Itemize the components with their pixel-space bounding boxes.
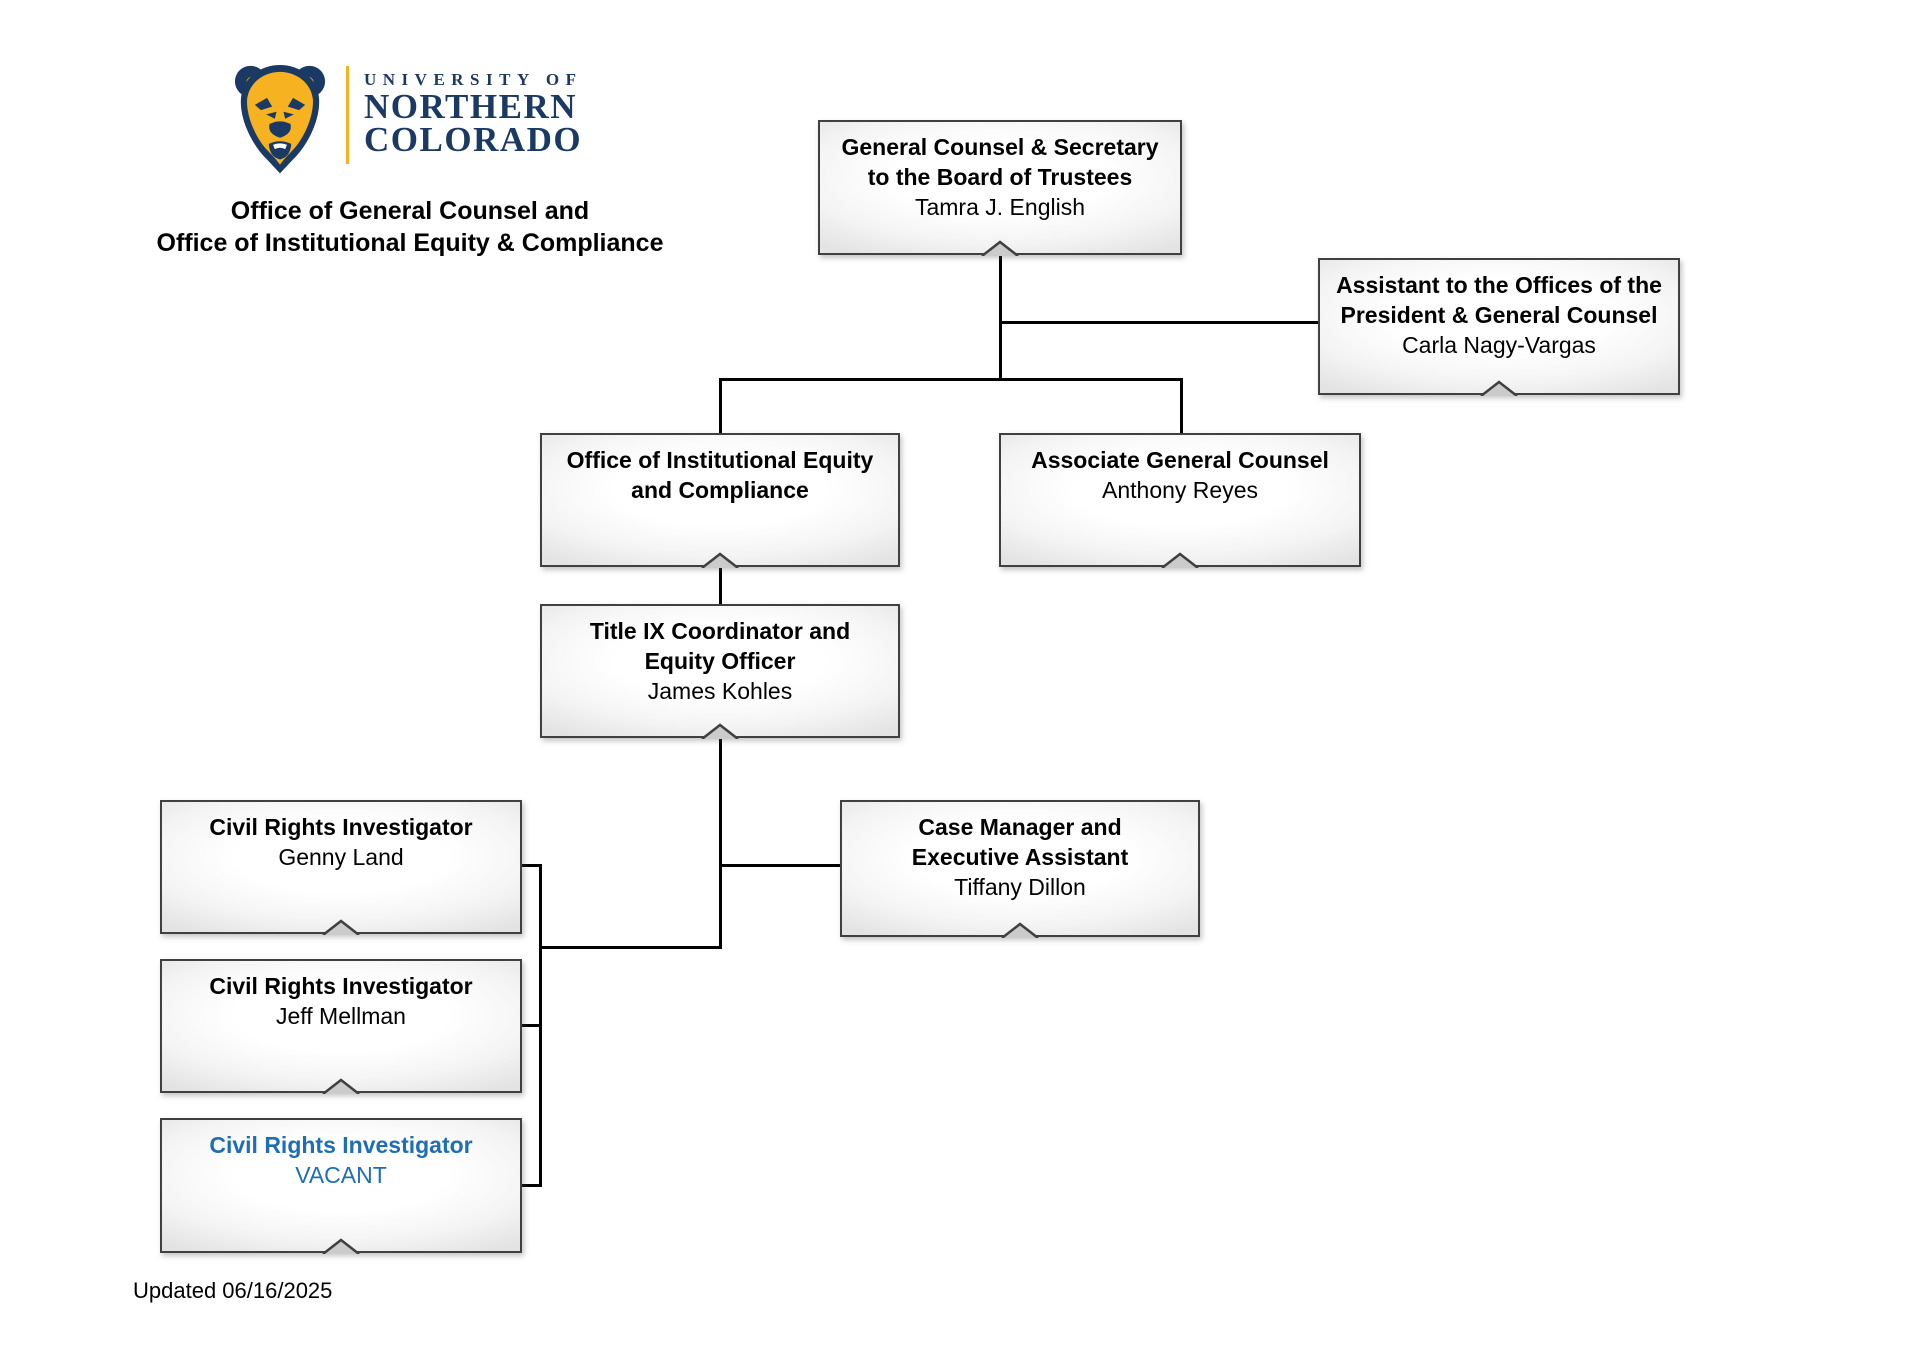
page-title: Office of General Counsel and Office of … [90, 195, 730, 259]
connector-line [520, 1184, 542, 1187]
box-title-line: Office of Institutional Equity [566, 447, 874, 473]
connector-line [1000, 321, 1320, 324]
box-person-name: Jeff Mellman [276, 1003, 406, 1029]
chevron-up-notch [1001, 922, 1039, 938]
chevron-up-notch [1480, 380, 1518, 396]
box-title-line: Assistant to the Offices of the [1336, 272, 1662, 298]
logo-university-of: UNIVERSITY OF [364, 70, 583, 89]
logo-colorado: COLORADO [364, 120, 583, 159]
box-title-line: Equity Officer [644, 648, 796, 674]
updated-date-label: Updated 06/16/2025 [133, 1278, 333, 1303]
box-title-line: Associate General Counsel [1031, 447, 1329, 473]
box-person-name: Genny Land [278, 844, 404, 870]
chevron-up-notch [981, 240, 1019, 256]
logo-wordmark: UNIVERSITY OF NORTHERN COLORADO [364, 70, 583, 159]
connector-line [719, 736, 722, 949]
chevron-up-notch [322, 1078, 360, 1094]
logo-divider [346, 66, 349, 164]
box-title-line: Civil Rights Investigator [209, 814, 473, 840]
box-person-name: VACANT [295, 1162, 387, 1188]
connector-line [540, 946, 721, 949]
box-person-name: Carla Nagy-Vargas [1402, 332, 1596, 358]
connector-line [520, 1024, 542, 1027]
box-title-line: and Compliance [631, 477, 809, 503]
chevron-up-notch [322, 1238, 360, 1254]
chevron-up-notch [322, 919, 360, 935]
connector-line [721, 864, 842, 867]
box-person-name: Anthony Reyes [1102, 477, 1258, 503]
box-person-name: Tiffany Dillon [954, 874, 1086, 900]
page-title-line1: Office of General Counsel and [230, 197, 590, 225]
box-title-line: General Counsel & Secretary [841, 134, 1159, 160]
box-title-line: to the Board of Trustees [867, 164, 1133, 190]
org-box-institutional-equity-office: Office of Institutional Equity and Compli… [540, 433, 900, 568]
box-title-line: Executive Assistant [911, 844, 1129, 870]
connector-line [719, 378, 722, 435]
box-title-line: Title IX Coordinator and [589, 618, 851, 644]
box-title-line: President & General Counsel [1340, 302, 1658, 328]
connector-line [520, 864, 542, 867]
connector-line [1180, 378, 1183, 435]
connector-line [719, 378, 1183, 381]
chevron-up-notch [1161, 552, 1199, 568]
org-box-general-counsel: General Counsel & Secretary to the Board … [818, 120, 1182, 256]
unc-bear-icon [234, 65, 326, 174]
unc-logo: UNIVERSITY OF NORTHERN COLORADO [228, 52, 698, 182]
box-person-name: Tamra J. English [914, 194, 1085, 220]
connector-line [719, 565, 722, 606]
chevron-up-notch [701, 552, 739, 568]
box-person-name: James Kohles [647, 678, 793, 704]
box-title-line: Case Manager and [918, 814, 1122, 840]
box-title-line: Civil Rights Investigator [209, 1132, 473, 1158]
logo-northern: NORTHERN [364, 87, 578, 126]
page-title-line2: Office of Institutional Equity & Complia… [156, 229, 664, 257]
connector-line [999, 253, 1002, 381]
box-title-line: Civil Rights Investigator [209, 973, 473, 999]
chevron-up-notch [701, 723, 739, 739]
